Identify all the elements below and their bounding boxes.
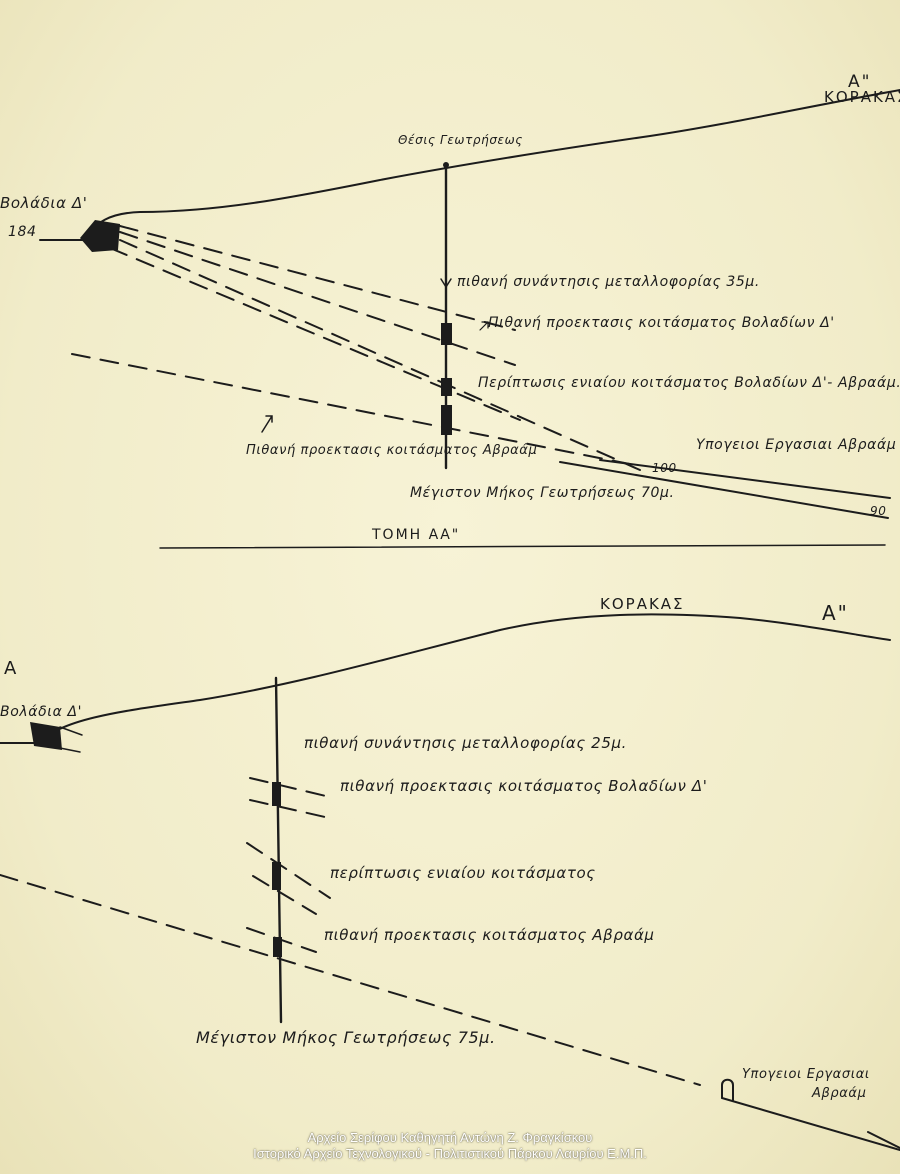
bottom-existing-works-place: Αβραάμ	[812, 1086, 867, 1101]
top-label-arrow	[479, 321, 489, 331]
top-place-name: ΚΟΡΑΚΑΣ	[824, 88, 900, 106]
top-ore-encounter-label: πιθανή συνάντησις μεταλλοφορίας 35μ.	[457, 274, 760, 290]
bottom-adit-mark	[30, 722, 62, 750]
bottom-intercept-3	[273, 937, 282, 957]
top-dashed-second	[119, 231, 516, 366]
bottom-ground-surface	[0, 613, 891, 744]
top-projection-voladia-label: Πιθανή προεκτασις κοιτάσματος Βολαδίων Δ…	[488, 315, 835, 331]
top-drill-position-label: Θέσις Γεωτρήσεως	[398, 133, 523, 147]
bottom-corner-left: A	[4, 658, 19, 679]
top-corner-label: A"	[848, 72, 872, 92]
bottom-adit-line-1	[59, 726, 83, 736]
bottom-dashed-long	[0, 874, 701, 1086]
bottom-works-line-lower	[867, 1131, 900, 1149]
top-drill-arrow	[440, 269, 452, 289]
top-intercept-2	[441, 378, 452, 396]
section-divider	[159, 544, 886, 549]
bottom-dashed-1	[249, 777, 331, 798]
bottom-place-name: ΚΟΡΑΚΑΣ	[600, 595, 685, 613]
bottom-works-adit	[721, 1078, 734, 1101]
bottom-ore-encounter-label: πιθανή συνάντησις μεταλλοφορίας 25μ.	[304, 734, 627, 752]
top-adit-mark	[80, 220, 120, 252]
top-pointer-arrow	[261, 415, 273, 433]
bottom-works-line	[721, 1097, 900, 1151]
top-drill-point	[443, 162, 449, 168]
top-projection-avraam-label: Πιθανή προεκτασις κοιτάσματος Αβραάμ	[246, 443, 538, 458]
bottom-existing-works-label: Υπογειοι Εργασιαι	[742, 1067, 870, 1082]
archive-credit-line-1: Αρχείο Σερίφου Καθηγητή Αντώνη Ζ. Φραγκί…	[307, 1130, 593, 1145]
bottom-intercept-1	[272, 782, 281, 806]
top-level-100: 100	[652, 461, 677, 475]
top-existing-works-label: Υπογειοι Εργασιαι Αβραάμ	[696, 437, 897, 453]
bottom-projection-voladia-label: πιθανή προεκτασις κοιτάσματος Βολαδίων Δ…	[340, 777, 708, 795]
bottom-intercept-2	[272, 862, 281, 890]
bottom-projection-avraam-label: πιθανή προεκτασις κοιτάσματος Αβραάμ	[324, 926, 655, 944]
top-works-line-90	[559, 461, 889, 519]
top-left-voladia-label: Βολάδια Δ'	[0, 194, 88, 212]
top-dashed-fourth	[109, 247, 521, 421]
top-dashed-third	[119, 239, 641, 471]
bottom-adit-line-2	[59, 747, 81, 753]
top-max-length-label: Μέγιστον Μήκος Γεωτρήσεως 70μ.	[410, 485, 675, 501]
top-dashed-lower	[71, 353, 641, 467]
bottom-corner-right: A"	[822, 601, 849, 625]
top-dashed-upper	[119, 225, 516, 331]
bottom-left-voladia-label: Βολάδια Δ'	[0, 704, 83, 720]
bottom-dashed-4	[252, 875, 317, 915]
top-left-number: 184	[8, 224, 37, 240]
top-intercept-3	[441, 405, 452, 435]
top-intercept-1	[441, 323, 452, 345]
bottom-drill-line	[274, 676, 283, 1024]
top-unified-case-label: Περίπτωσις ενιαίου κοιτάσματος Βολαδίων …	[478, 375, 900, 391]
top-works-line-100	[599, 459, 891, 499]
bottom-dashed-3	[246, 842, 331, 899]
top-ground-surface	[39, 89, 900, 241]
top-level-90: 90	[870, 504, 887, 518]
section-title: ΤΟΜΗ ΑΑ"	[372, 527, 461, 543]
bottom-max-length-label: Μέγιστον Μήκος Γεωτρήσεως 75μ.	[196, 1028, 496, 1047]
bottom-dashed-2	[249, 799, 326, 818]
archive-credit-line-2: Ιστορικό Αρχείο Τεχνολογικού - Πολιτιστι…	[253, 1146, 647, 1161]
bottom-unified-case-label: περίπτωσις ενιαίου κοιτάσματος	[330, 864, 596, 882]
